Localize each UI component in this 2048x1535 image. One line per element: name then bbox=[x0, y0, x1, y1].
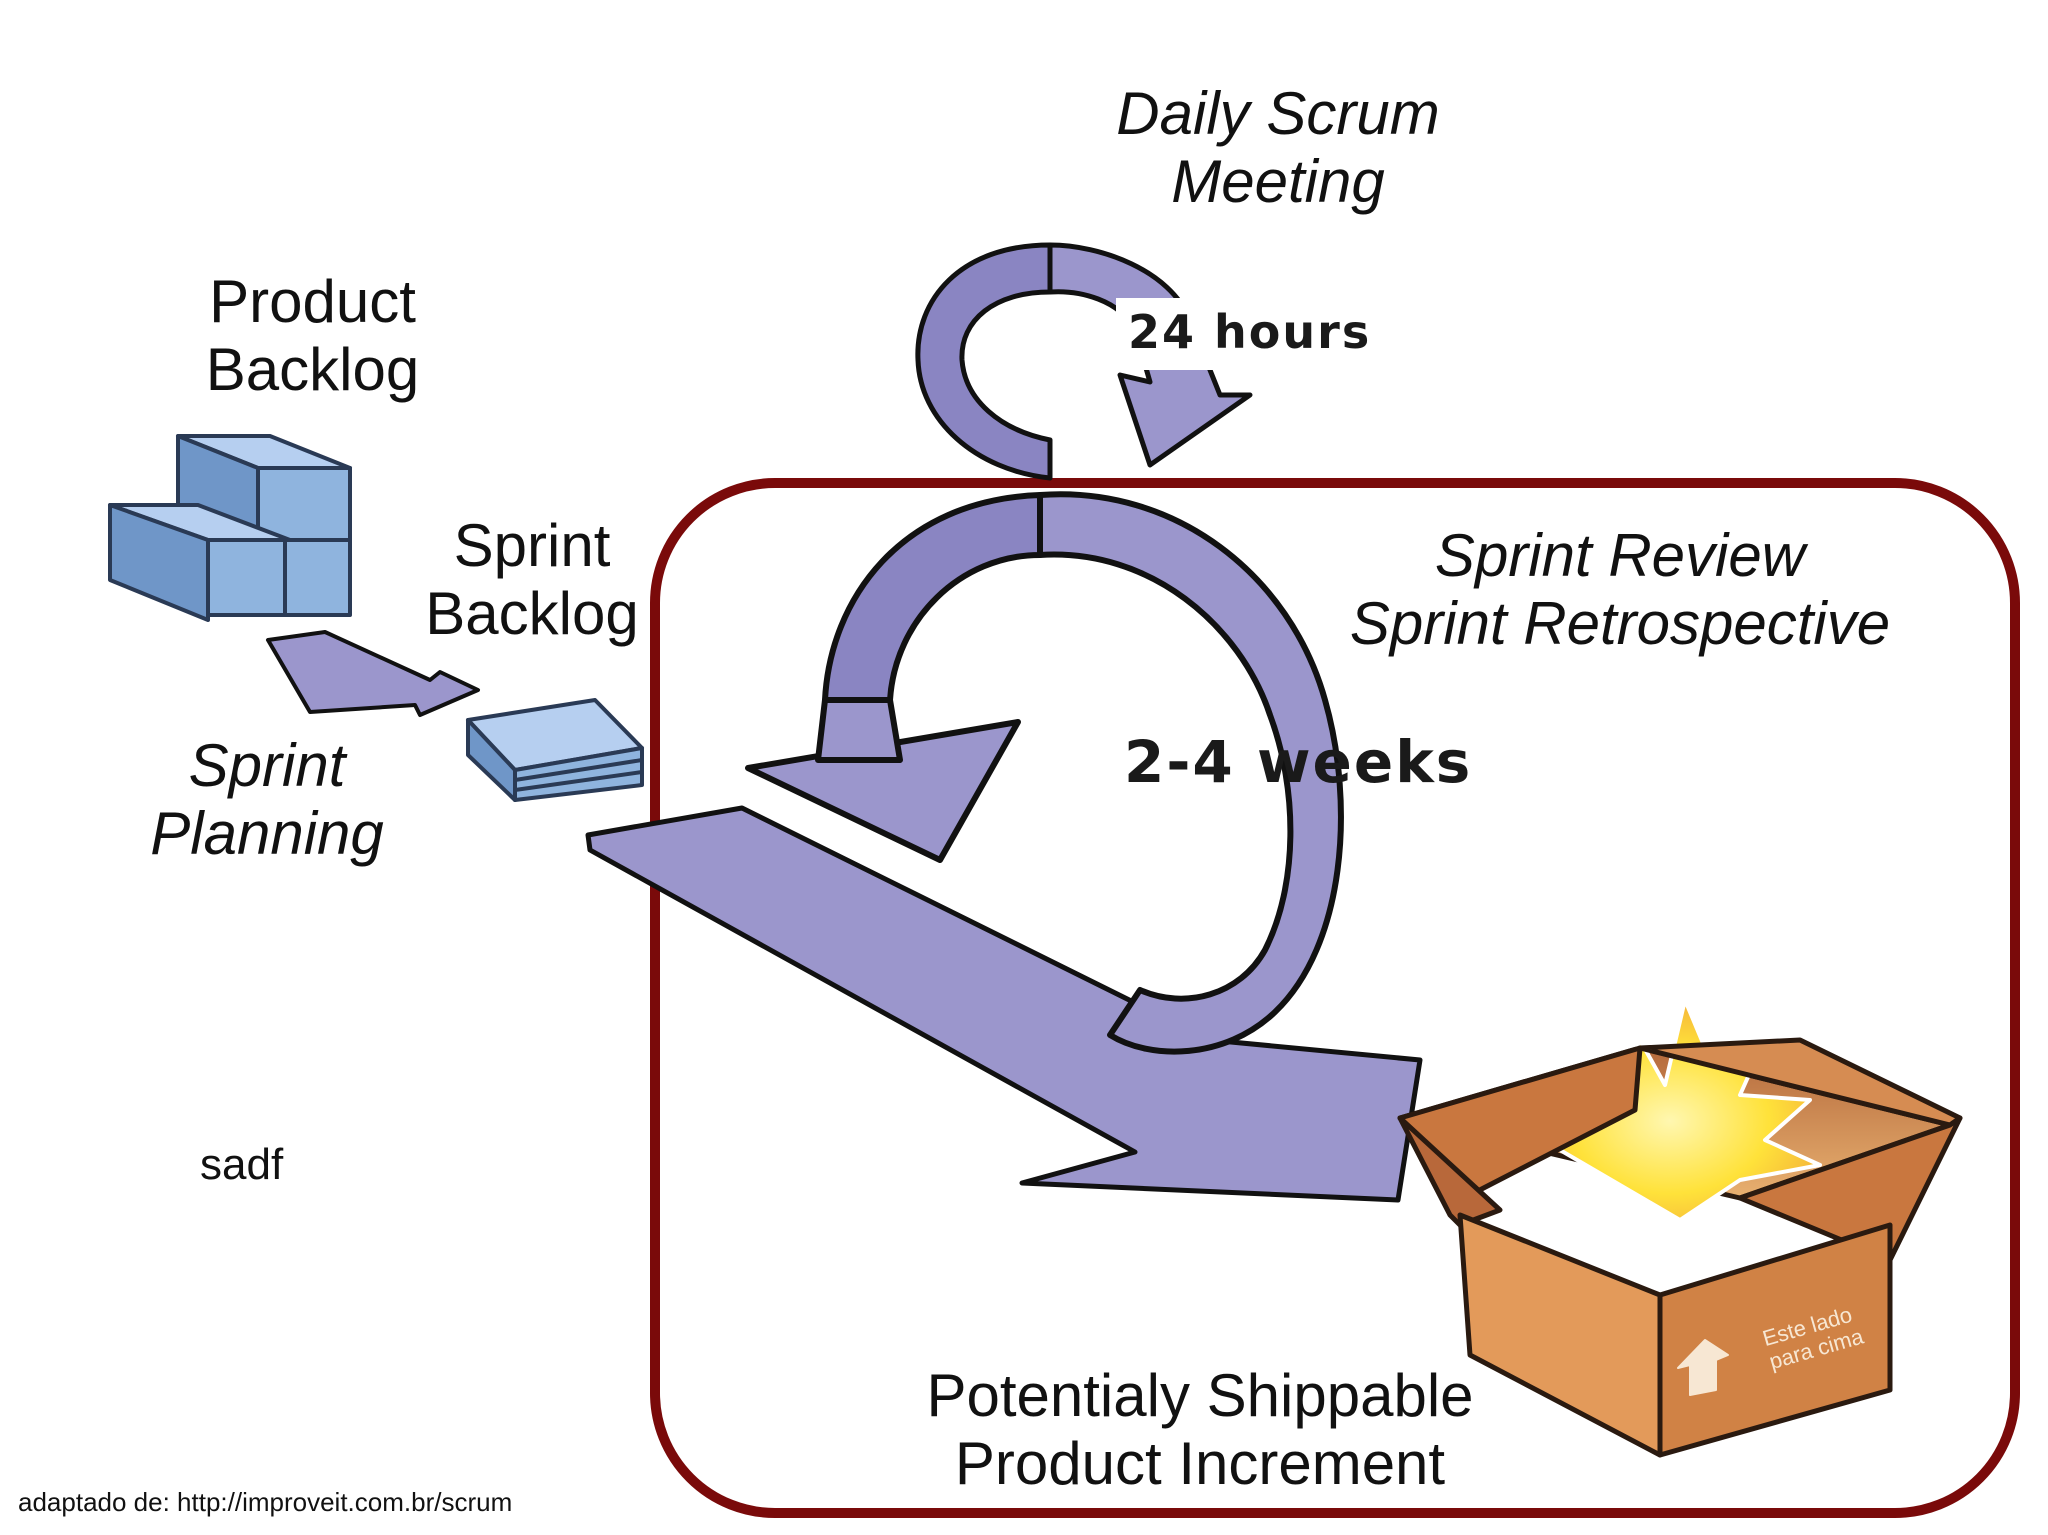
source-credit: adaptado de: http://improveit.com.br/scr… bbox=[18, 1487, 513, 1517]
daily-scrum-title: Daily Scrum Meeting bbox=[1078, 80, 1478, 216]
weeks-badge: 2-4 weeks bbox=[1124, 728, 1473, 796]
sprint-backlog-label: Sprint Backlog bbox=[412, 512, 652, 648]
daily-scrum-line-1: Daily Scrum bbox=[1116, 80, 1440, 147]
sprint-planning-line-1: Sprint bbox=[188, 732, 346, 799]
product-backlog-line-1: Product bbox=[209, 268, 416, 335]
increment-label: Potentialy Shippable Product Increment bbox=[890, 1362, 1510, 1498]
sprint-review-line-1: Sprint Review bbox=[1434, 522, 1806, 589]
product-backlog-blocks bbox=[108, 434, 352, 622]
increment-line-1: Potentialy Shippable bbox=[926, 1362, 1474, 1429]
hours-badge: 24 hours bbox=[1128, 305, 1372, 359]
this-side-up-arrow-icon bbox=[1677, 1339, 1729, 1396]
daily-scrum-line-2: Meeting bbox=[1171, 147, 1385, 215]
product-backlog-label: Product Backlog bbox=[200, 268, 425, 404]
sprint-backlog-stack bbox=[466, 698, 644, 802]
hours-badge-patch bbox=[1116, 298, 1403, 370]
sprint-review-line-2: Sprint Retrospective bbox=[1349, 589, 1891, 657]
product-backlog-line-2: Backlog bbox=[205, 335, 420, 403]
sprint-planning-arrow bbox=[266, 630, 480, 717]
sprint-review-frame bbox=[650, 478, 2020, 1518]
product-increment-box bbox=[1397, 998, 1963, 1458]
sprint-backlog-line-2: Backlog bbox=[425, 579, 639, 647]
sprint-loop-arrow bbox=[745, 491, 1344, 1055]
sprint-review-label: Sprint Review Sprint Retrospective bbox=[1330, 522, 1910, 658]
sprint-flow-arrow bbox=[585, 805, 1423, 1203]
sprint-planning-label: Sprint Planning bbox=[142, 732, 392, 868]
sprint-planning-line-2: Planning bbox=[150, 799, 384, 867]
stray-text: sadf bbox=[200, 1140, 284, 1189]
sprint-backlog-line-1: Sprint bbox=[453, 512, 611, 579]
increment-line-2: Product Increment bbox=[954, 1429, 1446, 1497]
